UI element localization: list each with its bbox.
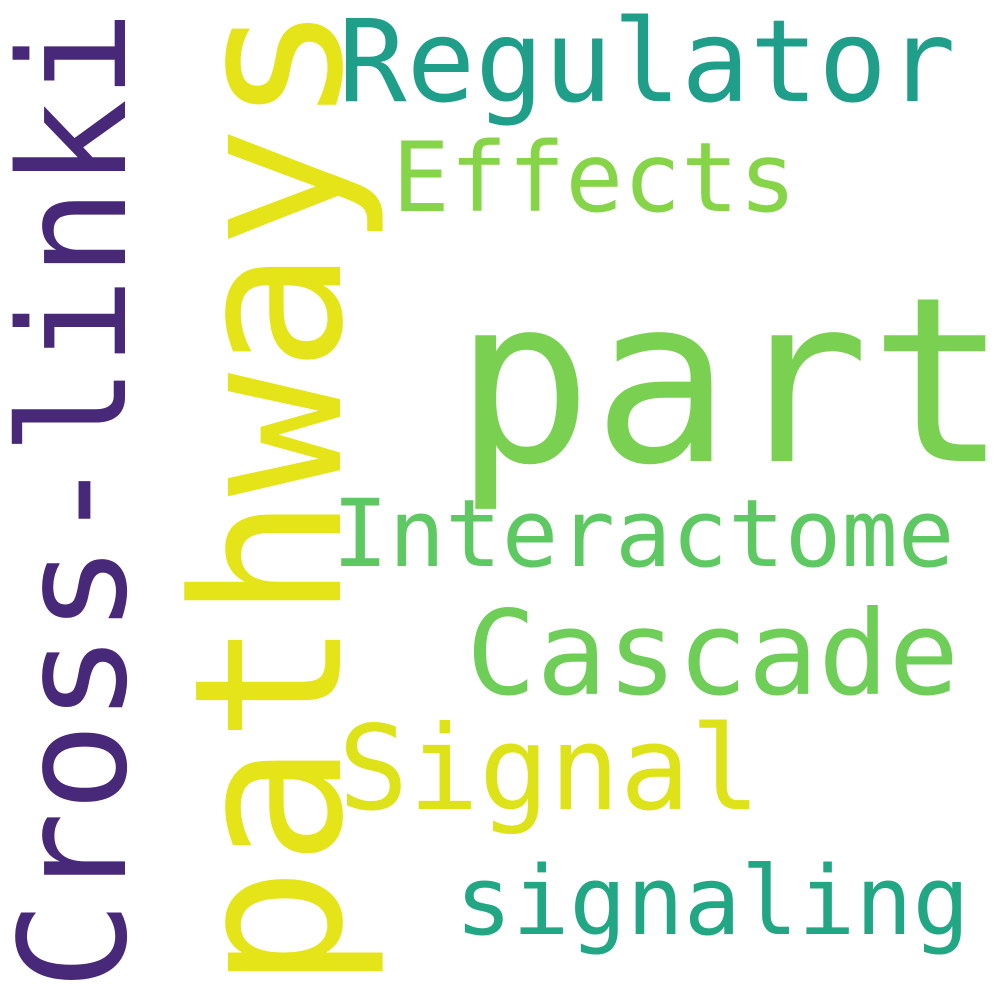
- word-signal: Signal: [338, 700, 761, 837]
- word-effects: Effects: [392, 122, 797, 234]
- word-cross-linking: Cross-linking: [0, 0, 160, 990]
- word-part: part: [454, 249, 1000, 516]
- word-interactome: Interactome: [332, 480, 955, 589]
- word-signaling: signaling: [455, 847, 970, 957]
- word-cascade: Cascade: [466, 585, 960, 722]
- word-regulator: Regulator: [338, 0, 956, 128]
